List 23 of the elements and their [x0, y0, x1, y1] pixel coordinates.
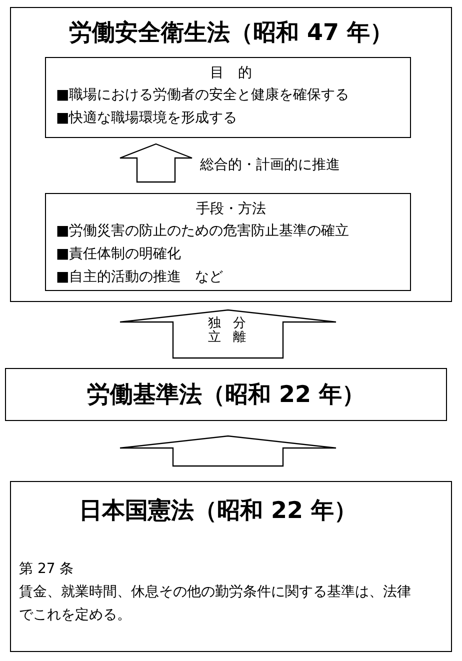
text-box	[10, 7, 452, 302]
bullet-item: ■快適な職場環境を形成する	[56, 109, 238, 128]
node-title: 労働基準法（昭和 22 年）	[86, 380, 366, 410]
block-arrow	[119, 309, 337, 359]
article-text: 賃金、就業時間、休息その他の勤労条件に関する基準は、法律でこれを定める。	[19, 583, 412, 625]
vertical-label: 独立	[208, 317, 221, 346]
block-arrow	[119, 435, 337, 467]
vertical-label: 分離	[233, 317, 246, 346]
bullet-item: ■職場における労働者の安全と健康を確保する	[56, 86, 350, 105]
box-heading: 手段・方法	[195, 200, 267, 219]
article-number: 第 27 条	[19, 560, 75, 579]
bullet-item: ■労働災害の防止のための危害防止基準の確立	[56, 222, 350, 241]
text-box	[5, 368, 447, 421]
bullet-item: ■責任体制の明確化	[56, 245, 182, 264]
block-arrow	[119, 143, 193, 183]
bullet-item: ■自主的活動の推進 など	[56, 268, 224, 287]
edge-label: 総合的・計画的に推進	[200, 156, 340, 175]
box-heading: 目 的	[209, 64, 253, 83]
text-box	[45, 193, 411, 291]
text-box	[45, 57, 411, 138]
node-title: 日本国憲法（昭和 22 年）	[78, 496, 358, 526]
text-box	[10, 481, 452, 652]
node-title: 労働安全衛生法（昭和 47 年）	[68, 19, 394, 48]
